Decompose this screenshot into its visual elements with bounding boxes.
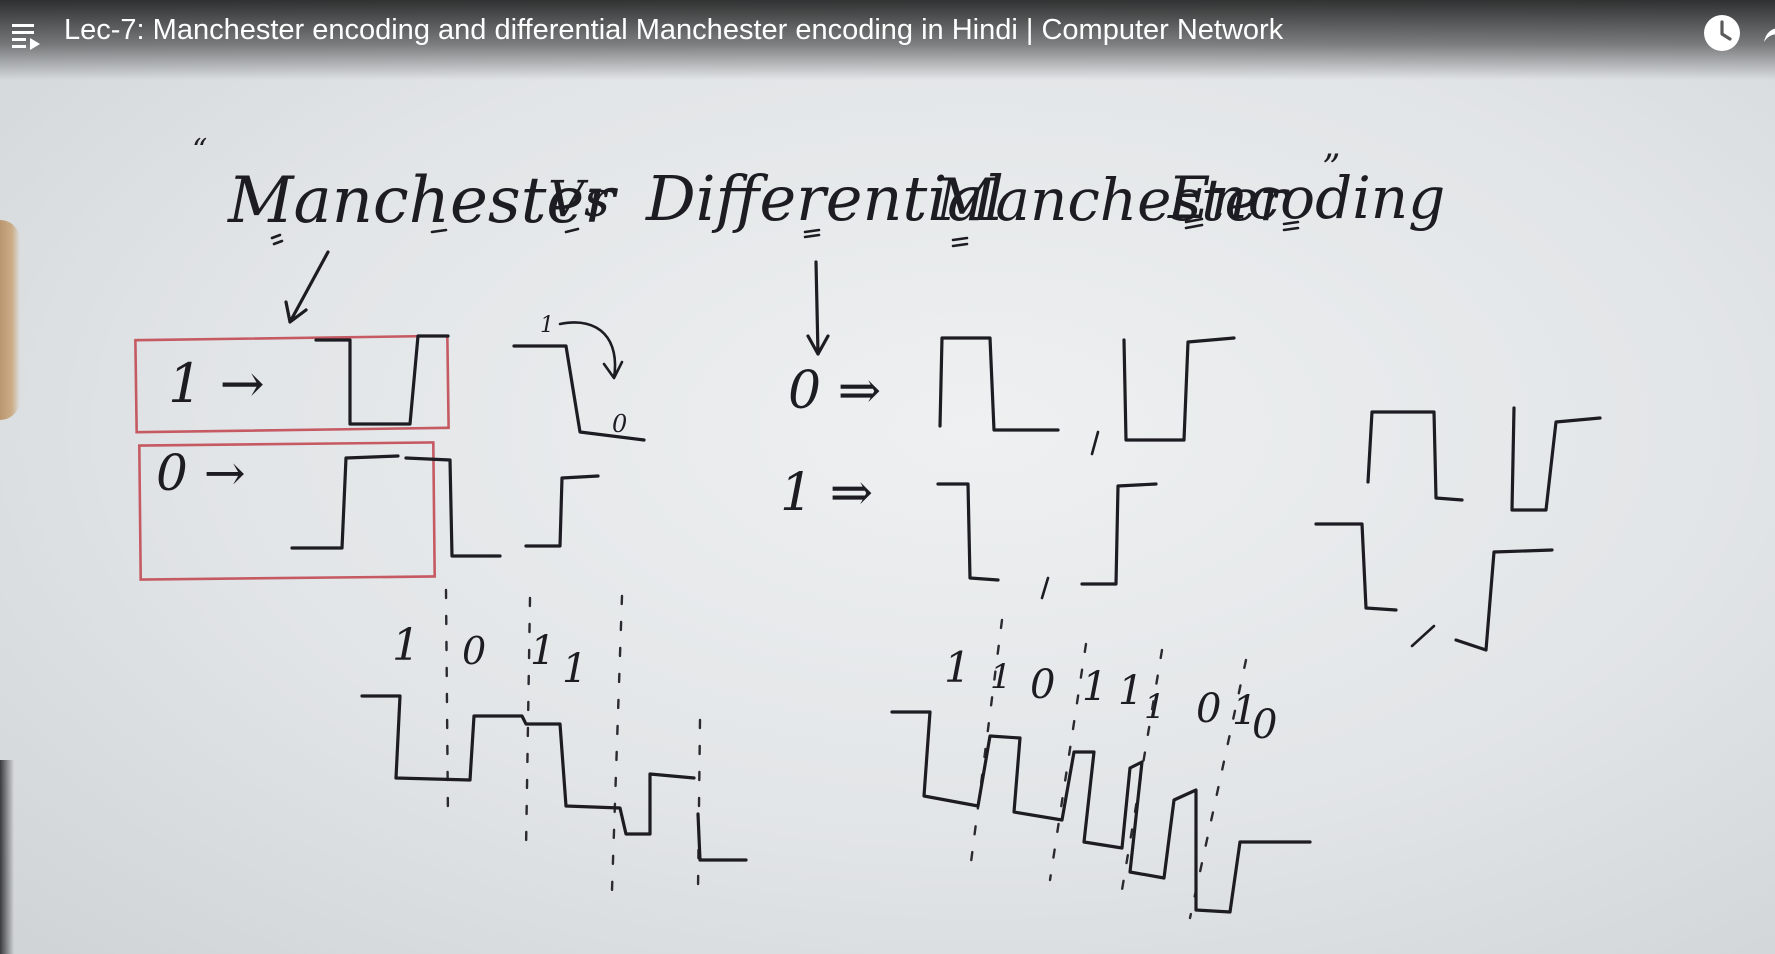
diff-example-waveform bbox=[890, 710, 1312, 914]
diff-bit: 1 bbox=[1118, 668, 1143, 714]
small-1-label: 1 bbox=[540, 313, 554, 338]
diff-0-waveform-a bbox=[938, 336, 1060, 432]
manchester-example-tail bbox=[696, 812, 748, 862]
heading-word-differential: Differential bbox=[645, 162, 1004, 235]
right-waveform-3 bbox=[1314, 522, 1398, 612]
curved-arrow-icon bbox=[558, 321, 624, 380]
diff-bit: 1 bbox=[1082, 664, 1107, 710]
manchester-rule-0-label: 0 → bbox=[156, 444, 246, 502]
underline-mark bbox=[564, 227, 580, 234]
heading-open-quote: “ bbox=[192, 133, 207, 168]
clock-icon[interactable] bbox=[1703, 14, 1741, 52]
heading-word-manchester-2: Manchester bbox=[935, 166, 1290, 234]
underline-mark bbox=[430, 228, 448, 234]
playlist-icon[interactable] bbox=[8, 18, 44, 52]
bit-divider bbox=[696, 718, 702, 892]
presenter-body bbox=[0, 760, 14, 954]
bit-divider bbox=[524, 596, 532, 852]
small-0-label: 0 bbox=[612, 410, 627, 438]
right-waveform-2 bbox=[1510, 406, 1602, 512]
manchester-0-waveform bbox=[290, 454, 400, 550]
manchester-bit: 1 bbox=[392, 620, 420, 671]
diff-rule-1-label: 1 ⇒ bbox=[780, 463, 873, 523]
diff-1-waveform-b bbox=[1080, 482, 1158, 586]
heading-word-encoding: Encoding bbox=[1167, 164, 1445, 232]
diff-bit: 1 bbox=[990, 657, 1012, 697]
comma-mark bbox=[1410, 624, 1436, 648]
diff-1-waveform-a bbox=[936, 482, 1000, 582]
underline-mark bbox=[270, 233, 284, 246]
manchester-bit: 1 bbox=[562, 646, 587, 692]
share-icon[interactable] bbox=[1762, 18, 1775, 50]
bit-divider bbox=[968, 618, 1004, 872]
manchester-0-waveform-alt-2 bbox=[524, 474, 600, 548]
bit-divider bbox=[610, 594, 624, 892]
manchester-0-waveform-alt bbox=[404, 456, 502, 558]
manchester-rule-1-box bbox=[134, 334, 450, 434]
heading-word-vs: Vs bbox=[548, 170, 610, 228]
arrow-down-icon bbox=[806, 260, 830, 356]
manchester-transition-sketch bbox=[512, 344, 646, 442]
diff-bit: 1 bbox=[1144, 687, 1166, 727]
underline-mark bbox=[803, 228, 821, 239]
video-title[interactable]: Lec-7: Manchester encoding and different… bbox=[64, 14, 1284, 46]
manchester-1-waveform bbox=[314, 334, 450, 426]
diff-rule-0-label: 0 ⇒ bbox=[788, 361, 881, 421]
diff-bit: 0 bbox=[1252, 702, 1277, 748]
underline-mark bbox=[951, 236, 969, 248]
presenter-arm bbox=[0, 220, 20, 420]
bit-divider bbox=[444, 588, 450, 822]
video-title-bar: Lec-7: Manchester encoding and different… bbox=[0, 0, 1775, 80]
diff-bit: 0 bbox=[1196, 686, 1221, 732]
right-waveform-4 bbox=[1454, 548, 1554, 652]
underline-mark bbox=[1184, 217, 1204, 230]
right-waveform-1 bbox=[1366, 410, 1464, 502]
manchester-example-waveform bbox=[360, 694, 696, 836]
diff-0-waveform-b bbox=[1122, 336, 1236, 442]
manchester-bit: 0 bbox=[462, 629, 486, 673]
diff-bit: 0 bbox=[1030, 662, 1055, 708]
manchester-rule-1-label: 1 → bbox=[168, 352, 265, 415]
comma-mark bbox=[1040, 576, 1050, 600]
arrow-down-icon bbox=[284, 250, 330, 324]
manchester-rule-0-box bbox=[137, 441, 437, 581]
underline-mark bbox=[1282, 220, 1300, 232]
heading-close-quote: ” bbox=[1322, 148, 1340, 189]
comma-mark bbox=[1090, 430, 1100, 456]
manchester-bit: 1 bbox=[530, 628, 555, 674]
diff-bit: 1 bbox=[944, 643, 971, 692]
diff-bit: 1 bbox=[1232, 688, 1257, 734]
bit-divider bbox=[1188, 658, 1248, 920]
heading-word-manchester: Manchester bbox=[227, 164, 618, 238]
